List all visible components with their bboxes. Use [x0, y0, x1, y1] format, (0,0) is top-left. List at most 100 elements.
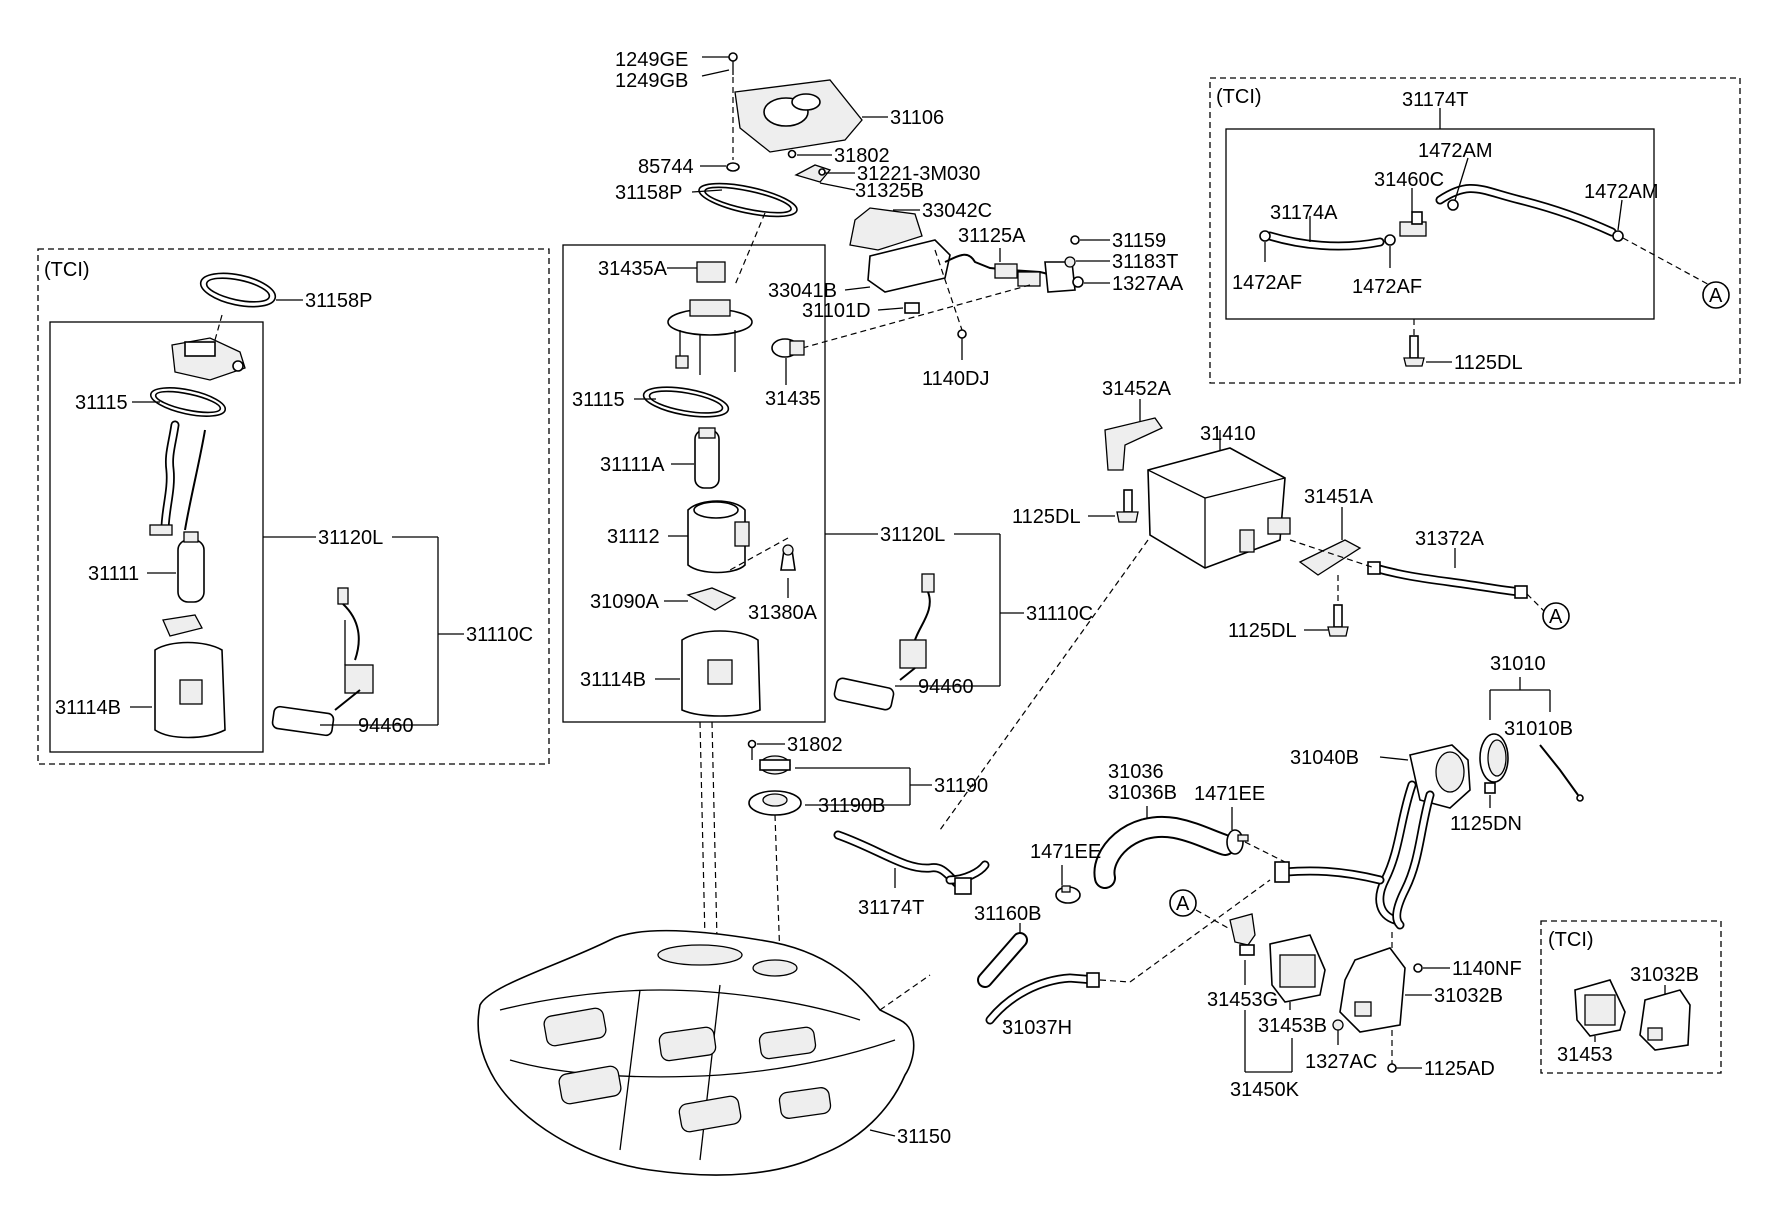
label-31190: 31190: [934, 775, 988, 797]
label-1125AD: 1125AD: [1424, 1058, 1495, 1080]
label-1125DL-tci: 1125DL: [1454, 352, 1523, 374]
tube-31160B-icon: [977, 932, 1028, 988]
label-31460C: 31460C: [1374, 169, 1444, 191]
label-31032B: 31032B: [1434, 985, 1503, 1007]
small-tci-group: (TCI) 31453 31032B: [1540, 920, 1722, 1074]
label-1140NF: 1140NF: [1452, 958, 1522, 980]
label-1125DL-lower: 1125DL: [1228, 620, 1297, 642]
label-31435A: 31435A: [598, 258, 668, 280]
ref-a-canister-text: A: [1549, 606, 1563, 628]
label-31174T-right: 31174T: [1402, 89, 1468, 111]
reservoir-left-icon: [154, 641, 226, 739]
label-31120L-left: 31120L: [318, 527, 383, 549]
hose-31372A-icon: [1367, 561, 1528, 599]
label-33041B: 33041B: [768, 280, 837, 302]
label-1125DN: 1125DN: [1450, 813, 1522, 835]
filter-31453B-icon: [1269, 934, 1326, 1003]
label-31150: 31150: [897, 1126, 951, 1148]
label-31125A: 31125A: [958, 225, 1026, 247]
hose-31037H-icon: [985, 972, 1100, 1025]
ecu-bracket-icon: [849, 207, 951, 314]
bolt-1125DL-canister-icon: [1116, 489, 1139, 523]
label-33042C: 33042C: [922, 200, 992, 222]
bracket-group: A 31453G 31453B 31450K 1140NF 31032B: [1169, 889, 1522, 1101]
label-31158P-left: 31158P: [305, 290, 372, 312]
label-1327AC: 1327AC: [1305, 1051, 1377, 1073]
label-31325B: 31325B: [855, 180, 924, 202]
pump-module-frame: [562, 244, 826, 723]
cap-31190-icon: [759, 755, 791, 775]
pump-31111A-icon: [694, 427, 720, 489]
label-31114B-left: 31114B: [55, 697, 121, 719]
bolt-1140DJ-icon: [957, 329, 967, 339]
label-31112: 31112: [607, 526, 660, 548]
label-31453B: 31453B: [1258, 1015, 1327, 1037]
tether-31010B-icon: [1539, 744, 1584, 802]
right-tci-group: (TCI) 31174T A 1472AM 31460C 1472AM 3117: [1209, 77, 1741, 384]
reservoir-31114B-icon: [681, 630, 761, 717]
label-31158P-top: 31158P: [615, 182, 682, 204]
label-31037H: 31037H: [1002, 1017, 1072, 1039]
right-tci-frame: [1209, 77, 1741, 384]
label-31110C-pump: 31110C: [1026, 603, 1093, 625]
label-31040B: 31040B: [1290, 747, 1359, 769]
screw-1140NF-icon: [1413, 963, 1423, 973]
canister-31410-icon: [1147, 447, 1291, 569]
fuel-cap-31010-icon: [1479, 733, 1509, 783]
ref-a-canister-icon: A: [1542, 602, 1570, 630]
pump-flange-left-icon: [171, 337, 246, 381]
right-tci-inner-frame: [1225, 128, 1655, 320]
fitting-31435-icon: [771, 338, 805, 358]
ref-a-bracket-text: A: [1176, 893, 1190, 915]
valve-31190B-icon: [748, 790, 802, 816]
label-31110C-left: 31110C: [466, 624, 533, 646]
filler-group: 31010 31010B 31040B: [974, 653, 1584, 1039]
label-31036: 31036: [1108, 761, 1164, 783]
label-31802-top: 31802: [834, 145, 890, 167]
bracket-small-icon: [787, 149, 832, 183]
clamp-1471EE-2-icon: [1055, 885, 1081, 904]
ref-a-right-tci-icon: A: [1702, 281, 1730, 309]
label-31010B: 31010B: [1504, 718, 1573, 740]
label-1125DL-canister: 1125DL: [1012, 506, 1081, 528]
connector-31453G-icon: [1229, 913, 1256, 956]
label-31111A: 31111A: [600, 454, 665, 476]
nut-1327AC-icon: [1332, 1019, 1344, 1031]
sender-left-icon: [271, 587, 374, 737]
pump-flange-icon: [667, 299, 753, 375]
label-31159: 31159: [1112, 230, 1166, 252]
vent-group: 31802 31190 31190B 31174T: [747, 734, 990, 961]
oring-left-icon: [149, 387, 227, 417]
label-31174T-vent: 31174T: [858, 897, 924, 919]
small-tci-frame: [1540, 920, 1722, 1074]
gasket-31158P-icon: [698, 182, 798, 218]
label-31453: 31453: [1557, 1044, 1613, 1066]
label-1472AM-2: 1472AM: [1584, 181, 1659, 203]
label-31115-pump: 31115: [572, 389, 625, 411]
bracket-31452A-icon: [1104, 417, 1163, 471]
label-31451A: 31451A: [1304, 486, 1374, 508]
label-1472AM-1: 1472AM: [1418, 140, 1493, 162]
seal-31090A-icon: [686, 587, 737, 611]
right-tci-tag: (TCI): [1216, 86, 1262, 108]
valve-31380A-icon: [780, 544, 796, 571]
left-tci-group: (TCI) 31158P 31115: [37, 248, 550, 765]
label-94460-left: 94460: [358, 715, 414, 737]
canister-group: 31452A 31410 1125DL 31451A 31372A: [939, 378, 1570, 831]
clamp-1471EE-1-icon: [1226, 829, 1249, 855]
bolt-1249-icon: [728, 52, 738, 75]
bolt-1125DL-lower-icon: [1327, 604, 1349, 637]
label-31111-left: 31111: [88, 563, 139, 585]
bolt-31802-icon: [747, 739, 757, 760]
label-31115-left: 31115: [75, 392, 128, 414]
label-31380A: 31380A: [748, 602, 818, 624]
label-31372A: 31372A: [1415, 528, 1485, 550]
label-31450K: 31450K: [1230, 1079, 1300, 1101]
filter-cap-left-icon: [162, 614, 203, 637]
label-31802-vent: 31802: [787, 734, 843, 756]
label-1471EE-1: 1471EE: [1194, 783, 1265, 805]
left-tci-tag: (TCI): [44, 259, 90, 281]
ref-a-right-tci-text: A: [1709, 285, 1723, 307]
label-31410: 31410: [1200, 423, 1256, 445]
hose-31174T-vent-icon: [833, 830, 990, 895]
